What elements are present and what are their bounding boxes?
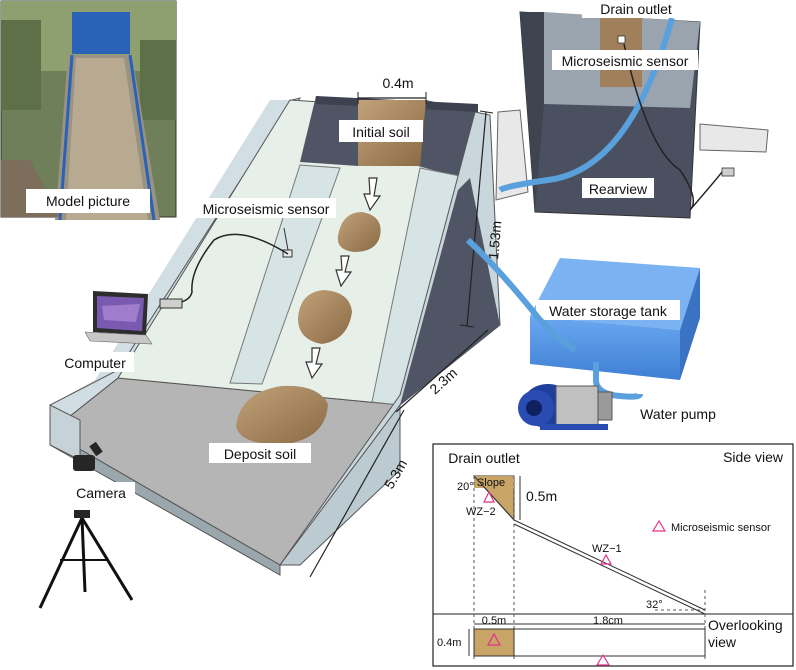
flume: [49, 96, 501, 576]
side-wz2-label: WZ−2: [466, 506, 496, 518]
overlook-dim-18: 1.8cm: [593, 615, 623, 627]
rearview-label: Rearview: [589, 181, 648, 197]
rear-sensor-cable: [623, 43, 723, 211]
microseismic-sensor-rear-label: Microseismic sensor: [562, 53, 689, 69]
initial-soil-label: Initial soil: [352, 124, 410, 140]
flow-arrows: [305, 177, 382, 380]
side-drain-outlet-label: Drain outlet: [448, 450, 520, 466]
rear-drain-pipe: [498, 17, 675, 193]
microseismic-sensor-main-label: Microseismic sensor: [203, 201, 330, 217]
flow-arrow-1: [363, 177, 382, 212]
side-view-panel: Side view Drain outlet Slope 20° 0.5m WZ…: [432, 443, 794, 667]
model-picture-label: Model picture: [46, 193, 130, 209]
model-picture: Model picture: [0, 0, 177, 221]
water-storage-tank-label: Water storage tank: [549, 303, 668, 319]
side-height-label: 0.5m: [526, 488, 557, 504]
usb-adapter: [159, 298, 183, 309]
overlooking-label-1: Overlooking: [708, 617, 783, 633]
sliding-soil-1: [337, 212, 381, 252]
deposit-soil-label: Deposit soil: [224, 446, 296, 462]
side-angle-bottom-label: 32°: [646, 599, 663, 611]
water-pump-label: Water pump: [640, 406, 716, 422]
sliding-soil-2: [298, 290, 352, 344]
overlook-dim-04: 0.4m: [437, 637, 461, 649]
height-label: 1.53m: [485, 220, 504, 260]
flow-arrow-3: [305, 347, 324, 380]
flow-arrow-2: [335, 255, 353, 288]
width-top-label: 0.4m: [382, 75, 413, 91]
wz1-sensor-marker: [599, 553, 613, 565]
sensor-cable: [171, 233, 289, 305]
camera-tripod-icon: [38, 441, 134, 609]
laptop-icon: [84, 291, 153, 345]
side-angle-top-label: 20°: [457, 481, 474, 493]
overlooking-label-2: view: [708, 634, 737, 650]
camera-label: Camera: [76, 485, 126, 501]
computer-label: Computer: [64, 355, 126, 371]
soil-blobs: [236, 212, 381, 445]
wz2-sensor-marker: [483, 490, 495, 503]
drain-outlet-top-label: Drain outlet: [600, 1, 672, 17]
legend-sensor-marker: [651, 519, 667, 532]
deposit-soil-mass: [236, 385, 328, 445]
height-dimension: 1.53m: [459, 110, 504, 328]
side-wz1-label: WZ−1: [592, 543, 622, 555]
width-dimension: 0.4m: [357, 72, 427, 104]
water-pump-icon: [518, 384, 613, 430]
side-view-title: Side view: [723, 449, 784, 465]
water-pipe-pump: [593, 362, 643, 400]
side-slope-label: Slope: [477, 477, 505, 489]
overlook-dim-05: 0.5m: [482, 615, 506, 627]
water-pipe-tank: [465, 237, 577, 353]
side-legend-label: Microseismic sensor: [671, 522, 771, 534]
